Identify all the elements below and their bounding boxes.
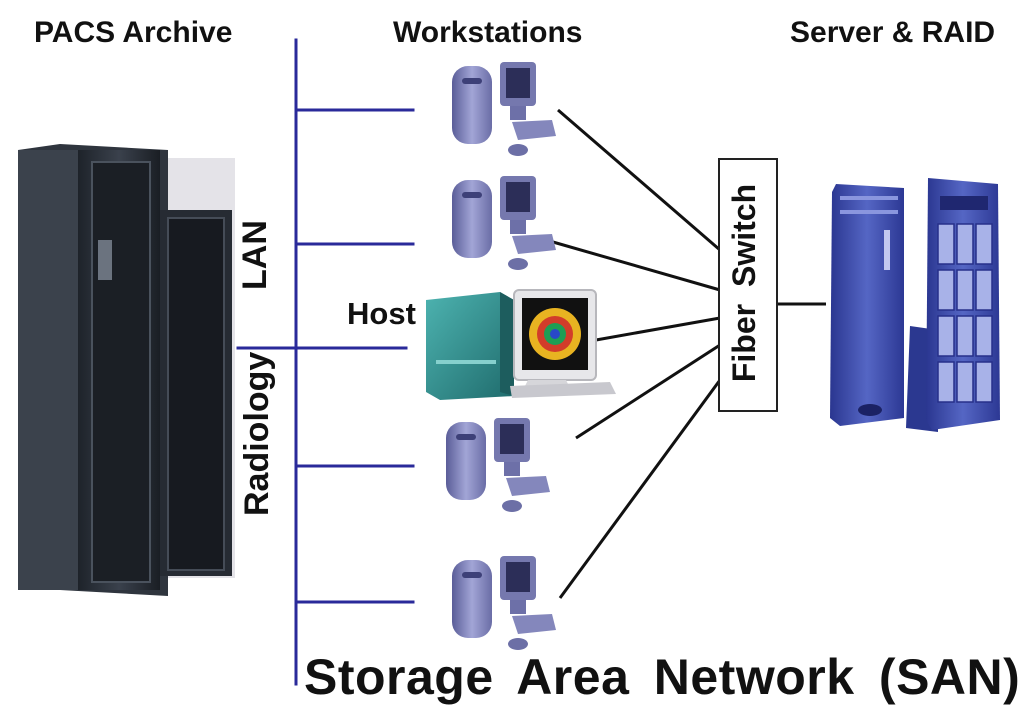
server-raid-label: Server & RAID [790,16,996,49]
workstation-computer-icon [452,556,556,650]
rack-cabinet-icon [18,144,235,596]
san-title: Storage Area Network (SAN) [304,649,1021,705]
host-label: Host [347,296,416,331]
raid-array-icon [906,178,1000,432]
lan-label: LAN [236,220,274,290]
workstation-computer-icon [446,418,550,512]
server-tower-icon [830,184,904,426]
fiber-links [545,108,826,599]
fiber-switch-label: Fiber Switch [726,183,762,383]
lan-backbone [236,38,415,686]
pacs-archive-label: PACS Archive [34,16,233,49]
fiber-switch: Fiber Switch [718,158,778,412]
radiology-label: Radiology [238,351,276,516]
host-computer-icon [426,289,616,400]
workstation-computer-icon [452,176,556,270]
workstation-computer-icon [452,62,556,156]
workstations-label: Workstations [393,16,583,49]
